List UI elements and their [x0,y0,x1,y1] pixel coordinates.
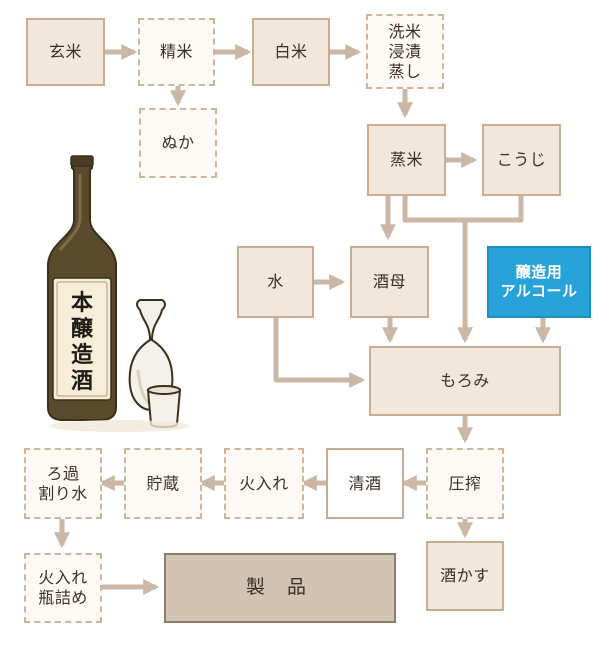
node-hiire1: 火入れ [224,448,304,519]
bottle-label-char: 酒 [71,368,93,394]
node-moromi: もろみ [369,346,561,416]
node-rokawari: ろ過 割り水 [24,448,102,519]
node-koji: こうじ [482,124,561,196]
node-hakumai: 白米 [252,18,330,86]
node-seishu: 清酒 [326,448,404,519]
sake-bottle-illustration: 本 醸 造 酒 [47,155,190,432]
line-koji-merge [465,196,524,223]
sake-bottle-icon [47,155,117,421]
node-mizu: 水 [237,246,314,318]
bottle-label-char: 本 [71,290,93,316]
node-chozo: 貯蔵 [124,448,202,519]
line-jomai-moromi [402,196,465,223]
illustration-shadow [50,420,190,432]
node-genmai: 玄米 [26,18,105,86]
node-hiire2: 火入れ 瓶詰め [24,553,102,623]
node-seimai: 精米 [138,18,215,86]
node-assaku: 圧搾 [426,448,504,519]
bottle-label-char: 醸 [71,316,94,342]
node-alcohol: 醸造用 アルコール [487,246,591,318]
node-shubo: 酒母 [350,246,429,318]
node-jomai: 蒸米 [367,124,446,196]
node-senmai: 洗米 浸漬 蒸し [366,14,444,89]
node-nuka: ぬか [139,108,217,178]
arrow-mizu-moromi [273,318,366,389]
node-seihin: 製 品 [164,553,396,623]
bottle-label-char: 造 [71,342,93,368]
node-sakekasu: 酒かす [426,541,504,611]
